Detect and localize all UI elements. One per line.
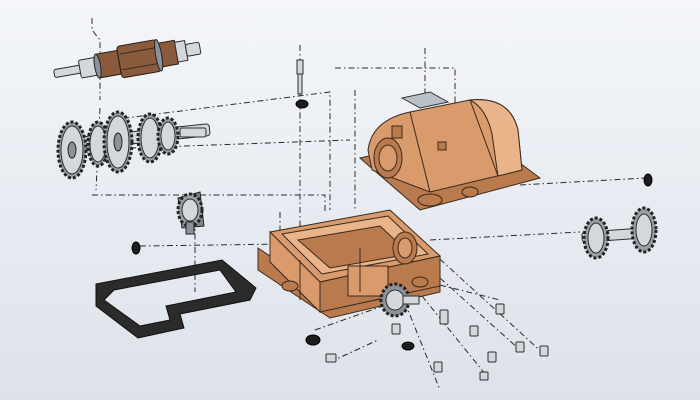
- gear-4: [136, 112, 164, 164]
- fasteners: [131, 59, 653, 381]
- bevel-gear-housing: [379, 282, 420, 318]
- input-shaft: [53, 39, 202, 79]
- inspection-plate: [400, 91, 450, 109]
- gear-1: [56, 120, 88, 180]
- bolt-group: [325, 303, 549, 381]
- explode-leader-lines: [91, 18, 646, 391]
- washer-bottom-2: [401, 341, 415, 351]
- bevel-pinion: [176, 191, 205, 235]
- gearbox-cover: [358, 99, 542, 211]
- flange-gasket: [95, 259, 257, 339]
- washer: [295, 99, 309, 109]
- top-bolt: [296, 59, 304, 95]
- gear-cluster: [56, 110, 211, 180]
- oil-seal: [131, 241, 141, 255]
- gear-3: [102, 110, 134, 174]
- oil-seal-right: [643, 173, 653, 187]
- gear-5: [156, 116, 180, 156]
- washer-bottom: [305, 334, 321, 346]
- gear-2: [86, 120, 110, 168]
- output-gear-shaft: [581, 206, 658, 260]
